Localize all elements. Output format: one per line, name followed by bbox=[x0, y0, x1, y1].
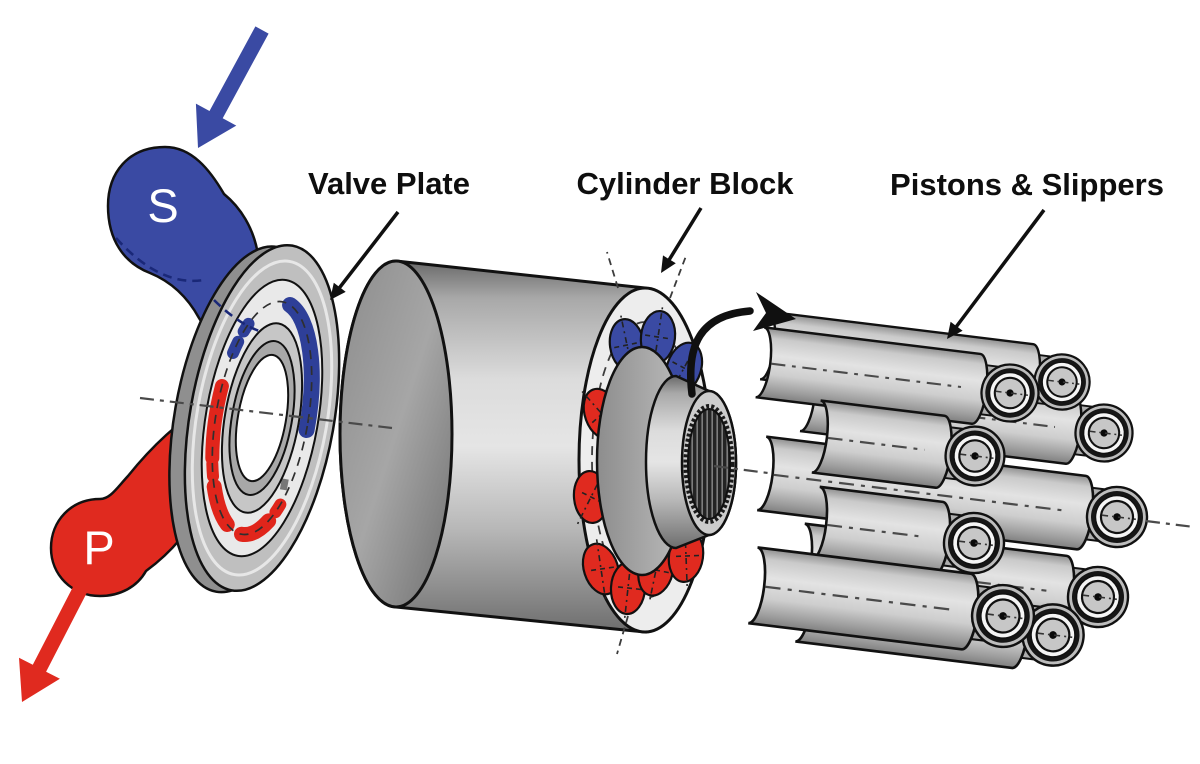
piston bbox=[757, 435, 1149, 551]
valve-plate bbox=[168, 243, 341, 594]
slipper bbox=[980, 363, 1040, 423]
cylinder-block bbox=[338, 251, 738, 655]
valve-plate-pitch-dashed-circle bbox=[211, 300, 313, 536]
cylinder-block-label: Cylinder Block bbox=[576, 166, 794, 201]
suction-port-letter: S bbox=[147, 179, 178, 232]
cylinder-block-pointer-arrow bbox=[661, 207, 703, 273]
slipper bbox=[1033, 353, 1091, 411]
valve-plate-notch bbox=[279, 478, 289, 491]
rotation-arrow-icon bbox=[686, 292, 796, 398]
valve-plate-hole bbox=[234, 353, 290, 483]
valve-plate-rim-highlight bbox=[190, 259, 334, 577]
valve-plate-pointer-arrow bbox=[330, 210, 400, 300]
slipper bbox=[1066, 565, 1130, 629]
suction-flow-arrow bbox=[195, 26, 269, 148]
pistons-slippers-label: Pistons & Slippers bbox=[890, 167, 1164, 202]
pistons-slippers-pointer-arrow bbox=[947, 208, 1046, 339]
spline-bore bbox=[687, 408, 731, 520]
slipper bbox=[1021, 603, 1085, 667]
pressure-kidney-slot-bottom-left bbox=[206, 479, 235, 532]
axis-centerline-left bbox=[139, 396, 393, 430]
pressure-flow-arrow bbox=[19, 574, 93, 702]
valve-plate-label: Valve Plate bbox=[308, 166, 470, 201]
spline-teeth-ring bbox=[683, 404, 735, 524]
annotation-arrows bbox=[19, 26, 1046, 702]
piston bbox=[748, 546, 1036, 651]
pressure-bore bbox=[581, 539, 621, 599]
labels: Valve Plate Cylinder Block Pistons & Sli… bbox=[83, 166, 1164, 574]
drive-hub bbox=[644, 374, 738, 550]
suction-hidden-edge-dash-2 bbox=[213, 299, 263, 334]
slipper bbox=[1085, 485, 1149, 549]
pressure-port-letter: P bbox=[83, 521, 114, 574]
piston bbox=[811, 399, 1006, 489]
slipper bbox=[970, 583, 1036, 649]
piston bbox=[810, 485, 1006, 577]
suction-hidden-edge-dash-1 bbox=[115, 237, 205, 283]
piston bbox=[755, 326, 1040, 425]
axis-centerline-right bbox=[1145, 519, 1195, 529]
pistons-and-slippers bbox=[748, 310, 1149, 670]
cylinder-block-back-face bbox=[338, 259, 454, 609]
slipper bbox=[1074, 403, 1134, 463]
axis-centerline-mid bbox=[713, 464, 769, 475]
slipper bbox=[944, 425, 1006, 487]
block-radial-dashes bbox=[606, 251, 687, 655]
